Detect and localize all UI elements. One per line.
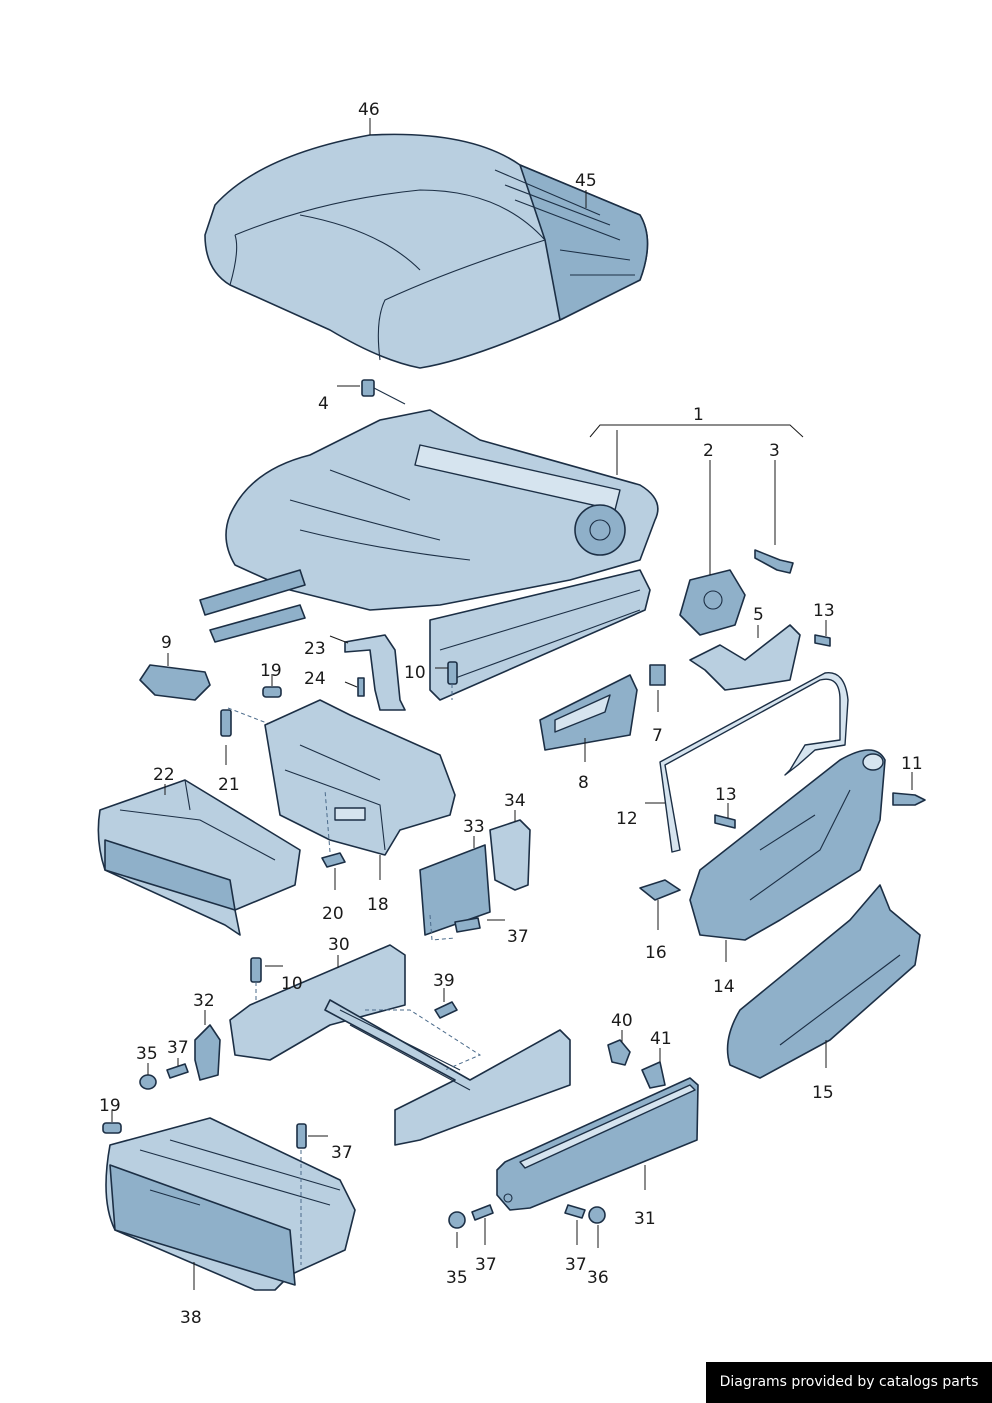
side-trim-part-15 (726, 884, 921, 1079)
screw-part-37-a (429, 914, 505, 941)
callout-10-bottom: 10 (281, 974, 303, 994)
handle-part-9 (139, 653, 211, 701)
callout-41: 41 (650, 1029, 672, 1049)
storage-tray-part-38 (105, 1117, 356, 1291)
callout-39: 39 (433, 971, 455, 991)
clip-part-7 (649, 664, 666, 712)
plug-part-36 (588, 1206, 606, 1248)
callout-3: 3 (769, 441, 780, 461)
callout-16: 16 (645, 943, 667, 963)
callout-31: 31 (634, 1209, 656, 1229)
callout-36: 36 (587, 1268, 609, 1288)
seat-frame-part-1 (199, 409, 659, 701)
plug-part-35-b (448, 1211, 466, 1248)
callout-2: 2 (703, 441, 714, 461)
callout-15: 15 (812, 1083, 834, 1103)
callout-37-a: 37 (507, 927, 529, 947)
callout-10-top: 10 (404, 663, 426, 683)
plate-part-33 (419, 836, 491, 936)
callout-12: 12 (616, 809, 638, 829)
callout-45: 45 (575, 171, 597, 191)
side-trim-part-14 (689, 749, 886, 962)
screw-part-37-b (166, 1058, 189, 1079)
callout-24: 24 (304, 669, 326, 689)
callout-5: 5 (753, 605, 764, 625)
seat-cushion-part-46 (204, 133, 649, 369)
bolt-part-4 (337, 379, 406, 405)
callout-13-top: 13 (813, 601, 835, 621)
callout-33: 33 (463, 817, 485, 837)
box-bracket-part-18 (264, 699, 456, 880)
callout-37-c: 37 (331, 1143, 353, 1163)
bracket-part-34 (489, 810, 531, 891)
callout-37-b: 37 (167, 1038, 189, 1058)
callout-18: 18 (367, 895, 389, 915)
screw-part-3 (754, 460, 794, 574)
bracket-part-32 (194, 1010, 221, 1081)
callout-34: 34 (504, 791, 526, 811)
callout-37-d: 37 (475, 1255, 497, 1275)
bracket-part-23 (329, 634, 406, 711)
screw-part-19-top (262, 674, 282, 698)
callout-38: 38 (180, 1308, 202, 1328)
callout-21: 21 (218, 775, 240, 795)
screw-part-21 (220, 707, 273, 737)
callout-32: 32 (193, 991, 215, 1011)
callout-1: 1 (693, 405, 704, 425)
trim-part-8 (539, 674, 638, 762)
callout-35-left: 35 (136, 1044, 158, 1064)
screw-part-37-d (471, 1204, 494, 1245)
callout-13-mid: 13 (715, 785, 737, 805)
rail-cover-part-31 (496, 1077, 699, 1211)
screw-part-37-e (564, 1204, 586, 1245)
cushion-mesh-part-45 (494, 169, 635, 276)
screw-part-37-c (296, 1123, 328, 1265)
callout-11: 11 (901, 754, 923, 774)
screw-part-13-mid (714, 803, 736, 829)
callout-30: 30 (328, 935, 350, 955)
screw-part-19-bottom (102, 1110, 122, 1134)
screw-part-10-top (435, 661, 458, 700)
footer-credit: Diagrams provided by catalogs parts (706, 1362, 992, 1403)
callout-9: 9 (161, 633, 172, 653)
callout-40: 40 (611, 1011, 633, 1031)
clip-part-40 (607, 1030, 631, 1066)
callout-19-bottom: 19 (99, 1096, 121, 1116)
recliner-part-2 (679, 460, 746, 636)
crossmember-part-30 (229, 944, 571, 1146)
clip-part-11 (892, 772, 926, 806)
callout-23: 23 (304, 639, 326, 659)
callout-14: 14 (713, 977, 735, 997)
callout-4: 4 (318, 394, 329, 414)
clip-part-20 (321, 789, 346, 890)
screw-part-39 (434, 988, 458, 1019)
clip-part-41 (641, 1048, 666, 1089)
callout-labels: 1 2 3 4 5 7 8 9 10 10 11 12 13 13 14 15 … (99, 100, 923, 1328)
callout-8: 8 (578, 773, 589, 793)
callout-35-bottom: 35 (446, 1268, 468, 1288)
bracket-part-5 (689, 624, 801, 691)
pin-part-24 (344, 677, 365, 697)
callout-19-top: 19 (260, 661, 282, 681)
callout-22: 22 (153, 765, 175, 785)
rod-part-12 (645, 672, 849, 853)
drawer-part-22 (97, 779, 301, 936)
callout-20: 20 (322, 904, 344, 924)
callout-46: 46 (358, 100, 380, 120)
clip-part-16 (639, 879, 681, 930)
plug-part-35-a (139, 1063, 157, 1090)
callout-7: 7 (652, 726, 663, 746)
screw-part-13-top (814, 620, 831, 647)
callout-37-e: 37 (565, 1255, 587, 1275)
